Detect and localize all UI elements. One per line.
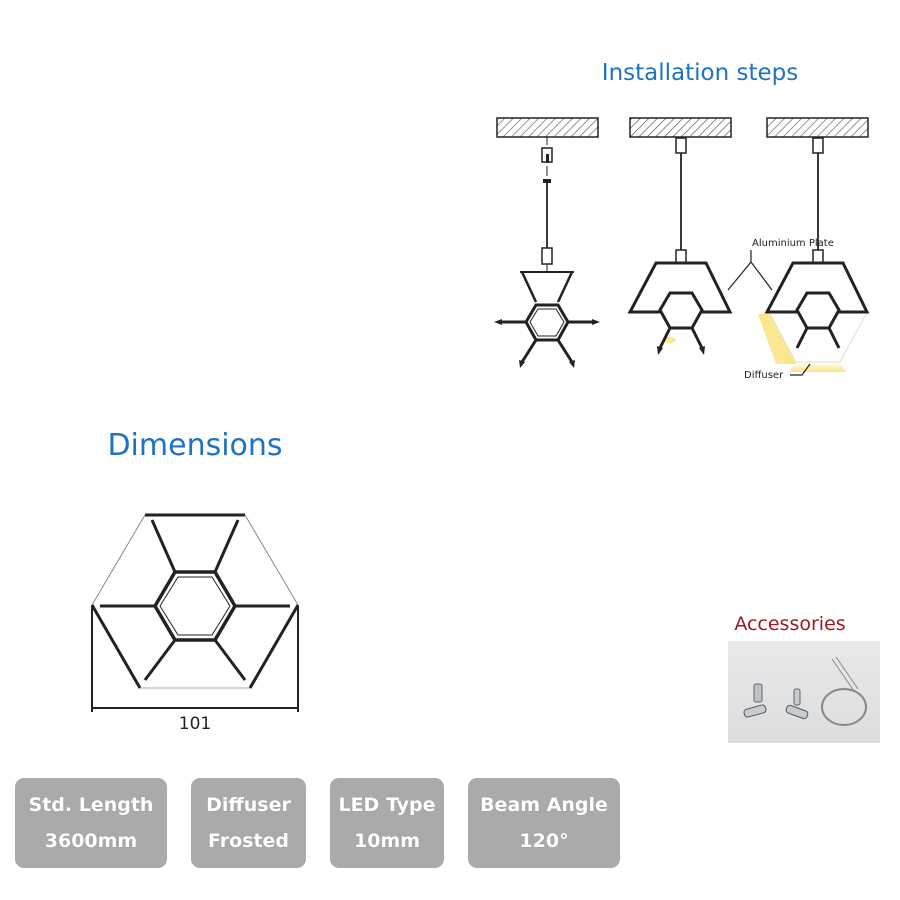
ceiling-block (629, 117, 732, 138)
accessories-photo (728, 641, 880, 743)
diffuser-label: Diffuser (744, 370, 784, 381)
step-2-diagram (627, 117, 733, 355)
step-1-diagram (494, 117, 600, 368)
spec-label: LED Type (338, 794, 436, 816)
dimensions-title: Dimensions (107, 428, 283, 463)
width-dimension-label: 101 (178, 714, 212, 734)
spec-value: 3600mm (44, 830, 138, 852)
aluminium-plate-callout: Aluminium Plate (727, 238, 834, 291)
ceiling-block (496, 117, 599, 138)
steel-cable-icon (821, 688, 867, 726)
step-3-diagram (758, 117, 870, 372)
spec-value: 120° (519, 830, 569, 852)
dimensions-diagram (90, 513, 300, 712)
accessories-title: Accessories (734, 613, 846, 635)
spec-label: Std. Length (28, 794, 154, 816)
spec-label: Beam Angle (480, 794, 608, 816)
spec-value: Frosted (207, 830, 290, 852)
ceiling-block (766, 117, 869, 138)
diffuser-callout: Diffuser (744, 363, 811, 381)
aluminium-plate-label: Aluminium Plate (752, 238, 834, 249)
spec-value: 10mm (353, 830, 421, 852)
cable-gripper (541, 247, 553, 265)
spec-label: Diffuser (206, 794, 291, 816)
installation-steps-title: Installation steps (601, 60, 799, 86)
spec-beam-angle: Beam Angle 120° (468, 778, 620, 868)
cable-connector-icon (753, 683, 763, 703)
spec-led-type: LED Type 10mm (330, 778, 444, 868)
installation-diagram: Aluminium Plate Diffuser (494, 117, 870, 381)
spec-diffuser: Diffuser Frosted (191, 778, 306, 868)
spec-std-length: Std. Length 3600mm (15, 778, 167, 868)
